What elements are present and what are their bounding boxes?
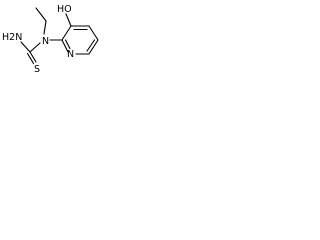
bond-c-s-1 [29,51,37,63]
ring-bond-c4-c5 [88,25,99,41]
atom-label-hydroxyl: HO [57,4,72,15]
atom-label-ring-n: N [67,49,74,60]
atom-label-amine-n: N [42,36,49,47]
molecule-structure: N N H2N S HO [2,4,99,75]
bond-ethyl-ch3 [35,7,47,22]
ring-bond-c2-c3 [61,25,72,41]
bond-group [20,7,99,65]
atom-label-s: S [34,64,40,75]
bond-n-c-thio [29,42,41,53]
bond-c-s-2 [26,52,35,65]
ring-double-n-c2 [64,39,71,50]
bond-c-nh2 [20,41,31,53]
atom-label-nh2: H2N [2,32,22,43]
ring-double-c5-c6 [86,39,96,52]
atom-label-group: N N H2N S HO [2,4,74,75]
ring-bond-n-c2 [61,39,69,53]
ring-bond-c5-c6 [88,39,99,55]
bond-c3-oh [65,13,72,27]
bond-ethyl-ch2-n [43,20,47,35]
